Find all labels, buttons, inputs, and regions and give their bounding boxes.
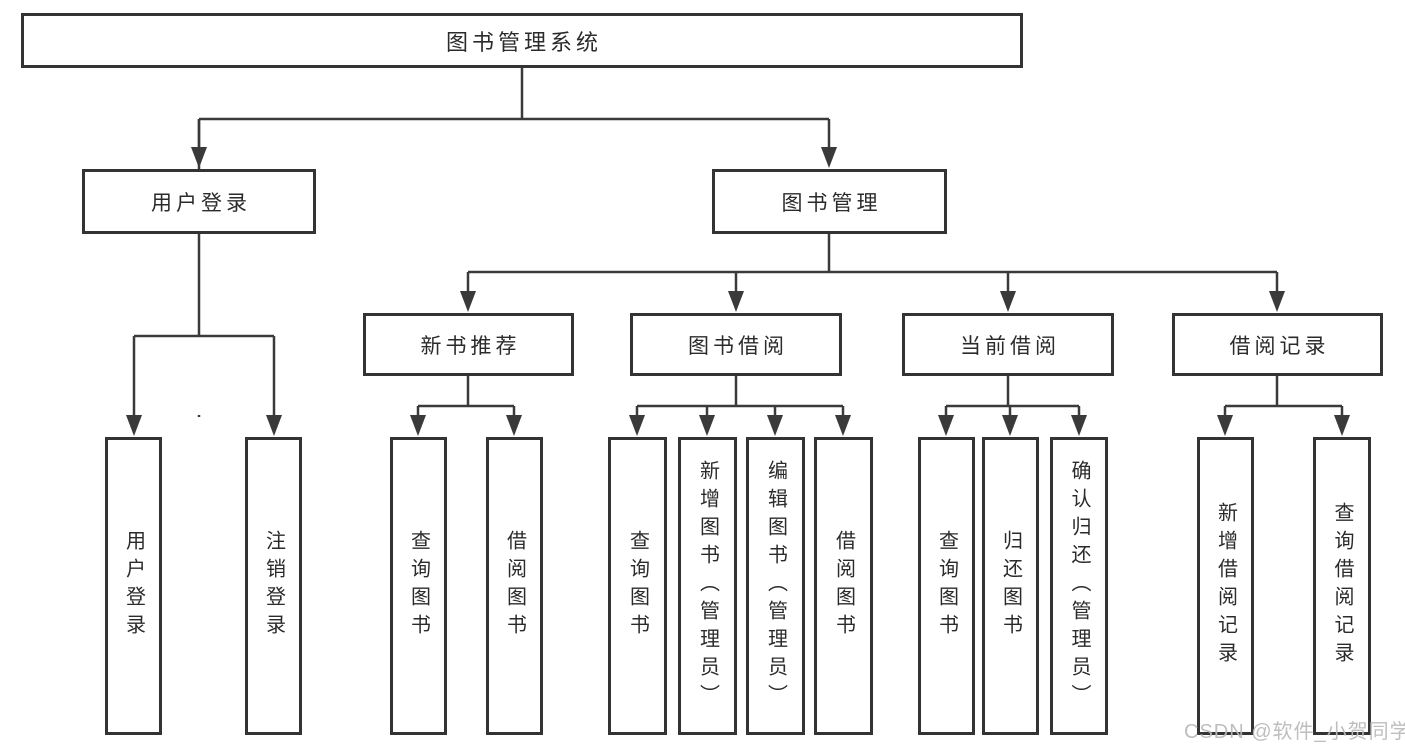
node-book-mgmt-label: 图书管理 <box>781 191 882 215</box>
node-new-book-rec: 新书推荐 <box>363 313 574 376</box>
arrow-down-icon <box>835 415 851 436</box>
leaf-query-borrow-record-label: 查询借阅记录 <box>1331 502 1353 670</box>
node-user-login-label: 用户登录 <box>151 191 251 215</box>
connector-book-borrow-subtree <box>635 376 845 417</box>
node-root-label: 图书管理系统 <box>445 29 602 55</box>
leaf-add-book-admin: 新增图书（管理员） <box>678 437 737 735</box>
arrow-down-icon <box>728 291 744 312</box>
arrow-down-icon <box>191 147 207 168</box>
arrow-down-icon <box>506 415 522 436</box>
node-root: 图书管理系统 <box>21 13 1023 68</box>
connector-new-book-rec-subtree <box>416 376 516 417</box>
arrow-down-icon <box>767 415 783 436</box>
node-book-borrow-label: 图书借阅 <box>688 334 788 358</box>
arrow-down-icon <box>266 415 282 436</box>
leaf-add-borrow-record: 新增借阅记录 <box>1197 437 1254 735</box>
arrow-down-icon <box>821 147 837 168</box>
connector-user-login-subtree <box>132 234 276 417</box>
node-new-book-rec-label: 新书推荐 <box>420 334 521 358</box>
arrow-down-icon <box>126 415 142 436</box>
arrow-down-icon <box>1217 415 1233 436</box>
node-book-mgmt: 图书管理 <box>712 169 947 234</box>
arrow-down-icon <box>410 415 426 436</box>
leaf-newrec-borrow-book-label: 借阅图书 <box>503 530 526 642</box>
leaf-edit-book-admin: 编辑图书（管理员） <box>746 437 805 735</box>
node-current-borrow-label: 当前借阅 <box>960 334 1060 358</box>
connector-current-borrow-subtree <box>944 376 1081 417</box>
arrow-down-icon <box>460 291 476 312</box>
node-user-login: 用户登录 <box>82 169 316 234</box>
node-borrow-record: 借阅记录 <box>1172 313 1383 376</box>
leaf-borrow-query-book: 查询图书 <box>608 437 667 735</box>
arrow-down-icon <box>699 415 715 436</box>
connector-borrow-record-subtree <box>1223 376 1344 417</box>
arrowheads <box>126 147 1350 436</box>
leaf-current-query-book: 查询图书 <box>918 437 975 735</box>
arrow-down-icon <box>629 415 645 436</box>
leaf-confirm-return-admin: 确认归还（管理员） <box>1050 437 1108 735</box>
node-current-borrow: 当前借阅 <box>902 313 1114 376</box>
node-book-borrow: 图书借阅 <box>630 313 842 376</box>
arrow-down-icon <box>1000 291 1016 312</box>
leaf-edit-book-admin-label: 编辑图书（管理员） <box>764 460 787 712</box>
arrow-down-icon <box>938 415 954 436</box>
arrow-down-icon <box>1269 291 1285 312</box>
leaf-newrec-borrow-book: 借阅图书 <box>486 437 543 735</box>
leaf-confirm-return-admin-label: 确认归还（管理员） <box>1068 460 1090 712</box>
leaf-query-borrow-record: 查询借阅记录 <box>1313 437 1371 735</box>
leaf-current-query-book-label: 查询图书 <box>935 530 958 642</box>
connector-book-mgmt-to-level3 <box>466 234 1279 293</box>
leaf-newrec-query-book: 查询图书 <box>390 437 447 735</box>
leaf-user-login: 用户登录 <box>105 437 162 735</box>
leaf-user-login-label: 用户登录 <box>122 530 145 642</box>
leaf-add-borrow-record-label: 新增借阅记录 <box>1214 502 1237 670</box>
leaf-return-book: 归还图书 <box>982 437 1039 735</box>
leaf-logout: 注销登录 <box>245 437 302 735</box>
leaf-return-book-label: 归还图书 <box>999 530 1022 642</box>
leaf-borrow-query-book-label: 查询图书 <box>626 530 649 642</box>
leaf-borrow-book: 借阅图书 <box>814 437 873 735</box>
connector-root-to-level2 <box>197 68 831 417</box>
node-borrow-record-label: 借阅记录 <box>1229 334 1330 358</box>
leaf-add-book-admin-label: 新增图书（管理员） <box>696 460 719 712</box>
leaf-newrec-query-book-label: 查询图书 <box>407 530 430 642</box>
arrow-down-icon <box>1334 415 1350 436</box>
arrow-down-icon <box>1071 415 1087 436</box>
csdn-watermark: CSDN @软件_小贺同学 <box>1184 721 1405 743</box>
leaf-borrow-book-label: 借阅图书 <box>832 530 855 642</box>
arrow-down-icon <box>1002 415 1018 436</box>
leaf-logout-label: 注销登录 <box>262 530 285 642</box>
